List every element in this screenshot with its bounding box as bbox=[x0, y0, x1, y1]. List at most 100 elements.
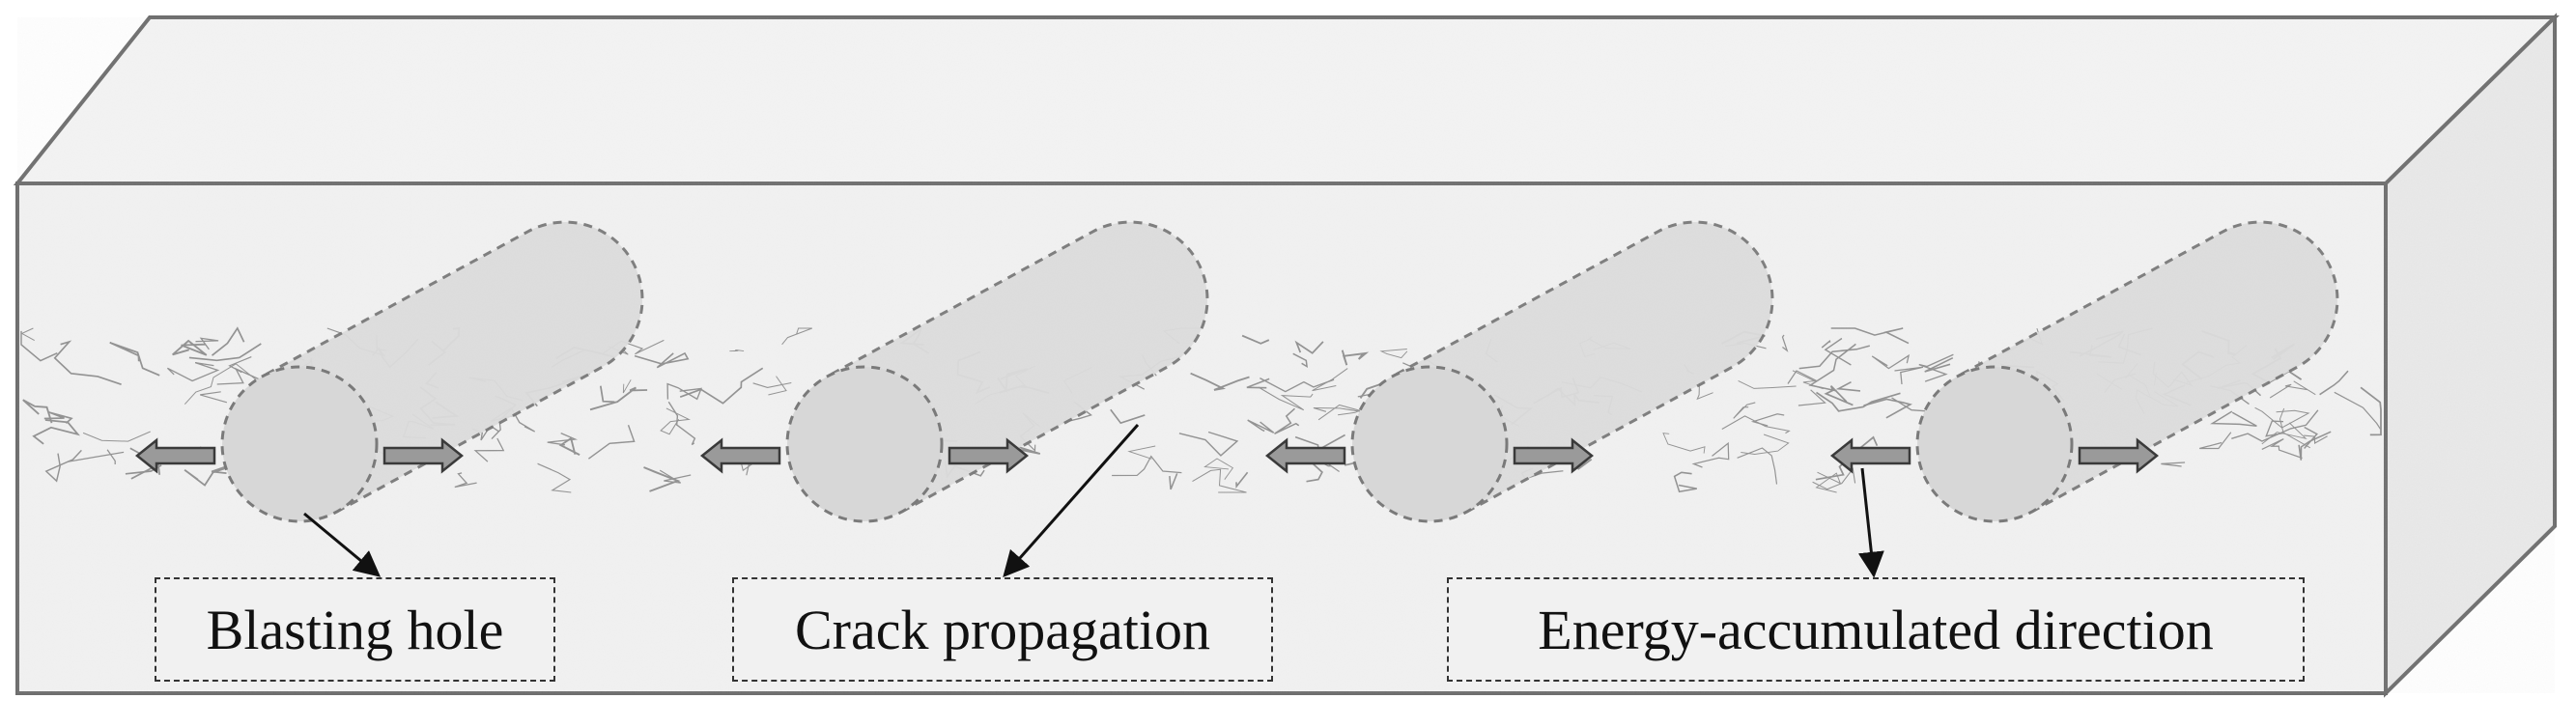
blasting-hole-4 bbox=[1829, 220, 2339, 523]
crack-line bbox=[659, 469, 692, 484]
crack-line bbox=[20, 330, 58, 362]
blasting-hole-leader bbox=[303, 512, 382, 577]
crack-line bbox=[1247, 419, 1275, 433]
blasting-holes bbox=[134, 220, 2339, 523]
crack-line bbox=[1192, 468, 1247, 493]
crack-line bbox=[1241, 334, 1270, 345]
hole-end-circle bbox=[1350, 365, 1509, 523]
energy-arrow-right bbox=[1513, 437, 1595, 474]
crack-line bbox=[537, 462, 572, 493]
crack-line bbox=[200, 391, 228, 404]
crack-line bbox=[1662, 433, 1706, 454]
crack-line bbox=[1258, 386, 1314, 411]
crack-line bbox=[1737, 447, 1778, 485]
crack-line bbox=[1169, 473, 1178, 490]
crack-line bbox=[547, 432, 579, 446]
crack-propagation-leader bbox=[1003, 424, 1140, 578]
crack-line bbox=[1787, 370, 1817, 384]
crack-line bbox=[2360, 386, 2382, 436]
crack-propagation-text: Crack propagation bbox=[794, 598, 1210, 661]
crack-line bbox=[643, 466, 681, 492]
crack-line bbox=[1673, 471, 1697, 493]
crack-line bbox=[768, 376, 787, 396]
crack-line bbox=[82, 431, 151, 442]
crack-line bbox=[599, 385, 615, 404]
crack-line bbox=[558, 436, 580, 456]
crack-line bbox=[660, 407, 691, 435]
crack-line bbox=[2334, 391, 2382, 431]
crack-line bbox=[1691, 441, 1730, 468]
blasting-hole-label: Blasting hole bbox=[155, 577, 555, 682]
crack-line bbox=[2265, 420, 2284, 437]
crack-line bbox=[679, 367, 764, 405]
crack-line bbox=[1781, 334, 1789, 352]
crack-line bbox=[106, 449, 116, 464]
crack-line bbox=[473, 437, 505, 462]
crack-line bbox=[53, 340, 122, 385]
crack-line bbox=[1313, 404, 1368, 421]
energy-arrow-right bbox=[2078, 437, 2160, 474]
blasting-hole-2 bbox=[699, 220, 1209, 523]
energy-arrow-right bbox=[382, 437, 465, 474]
crack-line bbox=[2269, 380, 2316, 399]
crack-line bbox=[1696, 381, 1713, 401]
crack-line bbox=[1918, 353, 1954, 382]
crack-line bbox=[2231, 409, 2319, 442]
crack-line bbox=[184, 462, 240, 487]
crack-line bbox=[1815, 471, 1842, 493]
crack-line bbox=[1733, 402, 1756, 419]
crack-line bbox=[1190, 372, 1250, 391]
crack-line bbox=[1260, 377, 1335, 393]
crack-line bbox=[2210, 410, 2257, 428]
crack-line bbox=[172, 339, 208, 356]
crack-line bbox=[1863, 398, 1912, 419]
crack-line bbox=[1741, 433, 1790, 455]
crack-line bbox=[211, 326, 245, 356]
crack-line bbox=[1246, 377, 1270, 389]
crack-line bbox=[211, 464, 230, 474]
crack-line bbox=[1798, 345, 1870, 370]
crack-line bbox=[1924, 356, 1954, 373]
crack-line bbox=[67, 451, 125, 462]
crack-line bbox=[44, 449, 82, 483]
crack-line bbox=[2254, 406, 2310, 429]
crack-line bbox=[1274, 407, 1300, 434]
crack-line bbox=[454, 472, 477, 489]
crack-line bbox=[589, 386, 648, 411]
crack-line bbox=[781, 327, 812, 346]
crack-line bbox=[1292, 352, 1309, 369]
crack-line bbox=[1112, 455, 1182, 477]
crack-line bbox=[1808, 343, 1856, 392]
hole-end-circle bbox=[220, 365, 379, 523]
crack-line bbox=[2199, 432, 2232, 450]
crack-line bbox=[1816, 391, 1901, 412]
crack-line bbox=[1341, 350, 1370, 366]
crack-line bbox=[1812, 467, 1856, 490]
crack-line bbox=[22, 399, 53, 424]
crack-line bbox=[752, 381, 792, 388]
crack-line bbox=[1824, 337, 1852, 366]
crack-line bbox=[1235, 471, 1249, 489]
crack-line bbox=[1178, 431, 1239, 457]
crack-line bbox=[1835, 380, 1861, 392]
energy-arrow-left bbox=[134, 437, 216, 474]
crack-line bbox=[622, 379, 632, 394]
energy-direction-label: Energy-accumulated direction bbox=[1447, 577, 2305, 682]
crack-line bbox=[1871, 353, 1911, 370]
crack-line bbox=[188, 343, 262, 362]
energy-direction-leader bbox=[1857, 467, 1884, 578]
crack-line bbox=[2161, 461, 2186, 467]
rock-texture bbox=[17, 17, 2555, 693]
hole-end-circle bbox=[1915, 365, 2074, 523]
crack-line bbox=[2319, 370, 2349, 396]
crack-line bbox=[587, 425, 636, 460]
energy-arrow-left bbox=[1264, 437, 1346, 474]
crack-line bbox=[2298, 431, 2332, 461]
crack-line bbox=[1798, 389, 1826, 406]
crack-line bbox=[184, 363, 257, 405]
crack-line bbox=[109, 341, 160, 377]
hole-end-circle bbox=[785, 365, 944, 523]
crack-line bbox=[1821, 339, 1831, 349]
crack-line bbox=[1110, 408, 1146, 425]
